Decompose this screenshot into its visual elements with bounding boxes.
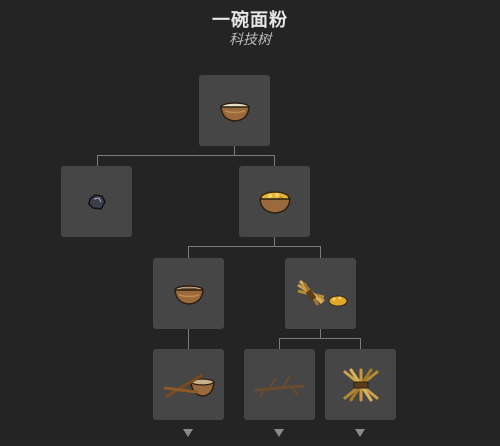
recipe-card-grain-bundle[interactable] [285,258,356,329]
page-subtitle: 科技树 [229,32,271,48]
grain-bundle-icon [294,279,348,309]
straw-bundle-icon [339,368,383,402]
recipe-card-bowl-of-grain[interactable] [239,166,310,237]
bowl-of-flour-icon [218,98,252,124]
recipe-card-branch[interactable] [244,349,315,420]
stone-icon [87,193,107,211]
expand-arrow-icon[interactable] [355,429,365,437]
empty-bowl-icon [172,282,206,306]
expand-arrow-icon[interactable] [274,429,284,437]
expand-arrow-icon[interactable] [183,429,193,437]
bowl-and-sticks-icon [163,370,215,400]
recipe-card-stone[interactable] [61,166,132,237]
recipe-card-straw-bundle[interactable] [325,349,396,420]
recipe-card-empty-bowl[interactable] [153,258,224,329]
recipe-card-bowl-and-sticks[interactable] [153,349,224,420]
branch-icon [253,372,307,398]
page-title: 一碗面粉 [212,10,288,31]
bowl-of-grain-icon [257,188,293,216]
recipe-card-bowl-of-flour[interactable] [199,75,270,146]
